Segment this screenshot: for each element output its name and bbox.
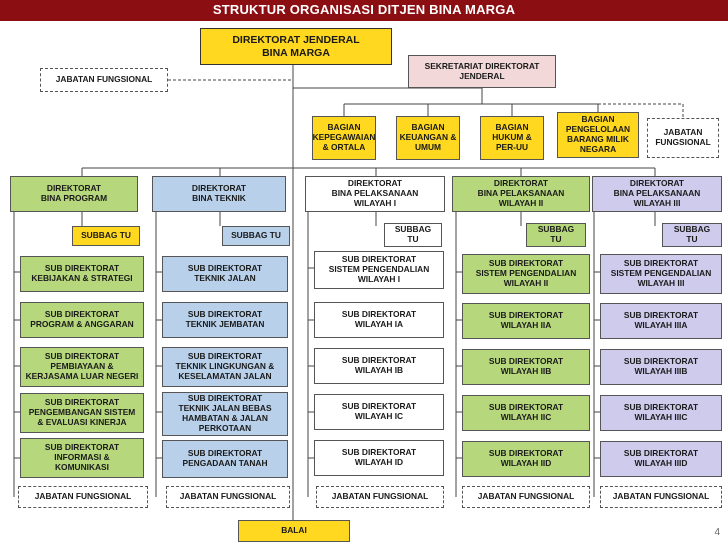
page-title: STRUKTUR ORGANISASI DITJEN BINA MARGA <box>212 2 516 17</box>
subdit-wilayah-2-1: SUB DIREKTORAT SISTEM PENGENDALIAN WILAY… <box>462 254 590 294</box>
subdit-wilayah-1-2: SUB DIREKTORAT WILAYAH IA <box>314 302 444 338</box>
directorate-wilayah-3: DIREKTORAT BINA PELAKSANAAN WILAYAH III <box>592 176 722 212</box>
subdit-wilayah-2-5: SUB DIREKTORAT WILAYAH IID <box>462 441 590 477</box>
jabatan-fungsional-top-left: JABATAN FUNGSIONAL <box>40 68 168 92</box>
jabatan-fungsional-bina-teknik: JABATAN FUNGSIONAL <box>166 486 290 508</box>
subdit-wilayah-2-2: SUB DIREKTORAT WILAYAH IIA <box>462 303 590 339</box>
directorate-wilayah-2: DIREKTORAT BINA PELAKSANAAN WILAYAH II <box>452 176 590 212</box>
jabatan-fungsional-wilayah-3: JABATAN FUNGSIONAL <box>600 486 722 508</box>
dirjen-box: DIREKTORAT JENDERAL BINA MARGA <box>200 28 392 65</box>
subbag-tu-bina-teknik: SUBBAG TU <box>222 226 290 246</box>
subdit-wilayah-1-3: SUB DIREKTORAT WILAYAH IB <box>314 348 444 384</box>
subdit-wilayah-1-5: SUB DIREKTORAT WILAYAH ID <box>314 440 444 476</box>
subdit-wilayah-1-4: SUB DIREKTORAT WILAYAH IC <box>314 394 444 430</box>
directorate-bina-program: DIREKTORAT BINA PROGRAM <box>10 176 138 212</box>
subdit-wilayah-3-2: SUB DIREKTORAT WILAYAH IIIA <box>600 303 722 339</box>
subbag-tu-bina-program: SUBBAG TU <box>72 226 140 246</box>
sekretariat-box: SEKRETARIAT DIREKTORAT JENDERAL <box>408 55 556 88</box>
subdit-bina-teknik-1: SUB DIREKTORAT TEKNIK JALAN <box>162 256 288 292</box>
balai-box: BALAI <box>238 520 350 542</box>
subdit-bina-teknik-2: SUB DIREKTORAT TEKNIK JEMBATAN <box>162 302 288 338</box>
subdit-bina-program-4: SUB DIREKTORAT PENGEMBANGAN SISTEM & EVA… <box>20 393 144 433</box>
subbag-tu-wilayah-1: SUBBAG TU <box>384 223 442 247</box>
subdit-wilayah-2-4: SUB DIREKTORAT WILAYAH IIC <box>462 395 590 431</box>
subdit-bina-teknik-5: SUB DIREKTORAT PENGADAAN TANAH <box>162 440 288 478</box>
subdit-wilayah-2-3: SUB DIREKTORAT WILAYAH IIB <box>462 349 590 385</box>
subdit-bina-program-3: SUB DIREKTORAT PEMBIAYAAN & KERJASAMA LU… <box>20 347 144 387</box>
jabatan-fungsional-wilayah-2: JABATAN FUNGSIONAL <box>462 486 590 508</box>
subdit-bina-teknik-3: SUB DIREKTORAT TEKNIK LINGKUNGAN & KESEL… <box>162 347 288 387</box>
bagian-pengelolaan-bmn: BAGIAN PENGELOLAAN BARANG MILIK NEGARA <box>557 112 639 158</box>
subbag-tu-wilayah-2: SUBBAG TU <box>526 223 586 247</box>
subdit-wilayah-3-1: SUB DIREKTORAT SISTEM PENGENDALIAN WILAY… <box>600 254 722 294</box>
subdit-wilayah-1-1: SUB DIREKTORAT SISTEM PENGENDALIAN WILAY… <box>314 251 444 289</box>
directorate-bina-teknik: DIREKTORAT BINA TEKNIK <box>152 176 286 212</box>
subdit-wilayah-3-3: SUB DIREKTORAT WILAYAH IIIB <box>600 349 722 385</box>
title-bar <box>0 0 728 21</box>
subdit-bina-teknik-4: SUB DIREKTORAT TEKNIK JALAN BEBAS HAMBAT… <box>162 392 288 436</box>
page-number: 4 <box>714 527 720 538</box>
subdit-wilayah-3-5: SUB DIREKTORAT WILAYAH IIID <box>600 441 722 477</box>
subdit-bina-program-1: SUB DIREKTORAT KEBIJAKAN & STRATEGI <box>20 256 144 292</box>
directorate-wilayah-1: DIREKTORAT BINA PELAKSANAAN WILAYAH I <box>305 176 445 212</box>
subdit-bina-program-2: SUB DIREKTORAT PROGRAM & ANGGARAN <box>20 302 144 338</box>
jabatan-fungsional-top-right: JABATAN FUNGSIONAL <box>647 118 719 158</box>
subbag-tu-wilayah-3: SUBBAG TU <box>662 223 722 247</box>
jabatan-fungsional-bina-program: JABATAN FUNGSIONAL <box>18 486 148 508</box>
bagian-kepegawaian: BAGIAN KEPEGAWAIAN & ORTALA <box>312 116 376 160</box>
subdit-wilayah-3-4: SUB DIREKTORAT WILAYAH IIIC <box>600 395 722 431</box>
bagian-keuangan: BAGIAN KEUANGAN & UMUM <box>396 116 460 160</box>
bagian-hukum: BAGIAN HUKUM & PER-UU <box>480 116 544 160</box>
jabatan-fungsional-wilayah-1: JABATAN FUNGSIONAL <box>316 486 444 508</box>
subdit-bina-program-5: SUB DIREKTORAT INFORMASI & KOMUNIKASI <box>20 438 144 478</box>
